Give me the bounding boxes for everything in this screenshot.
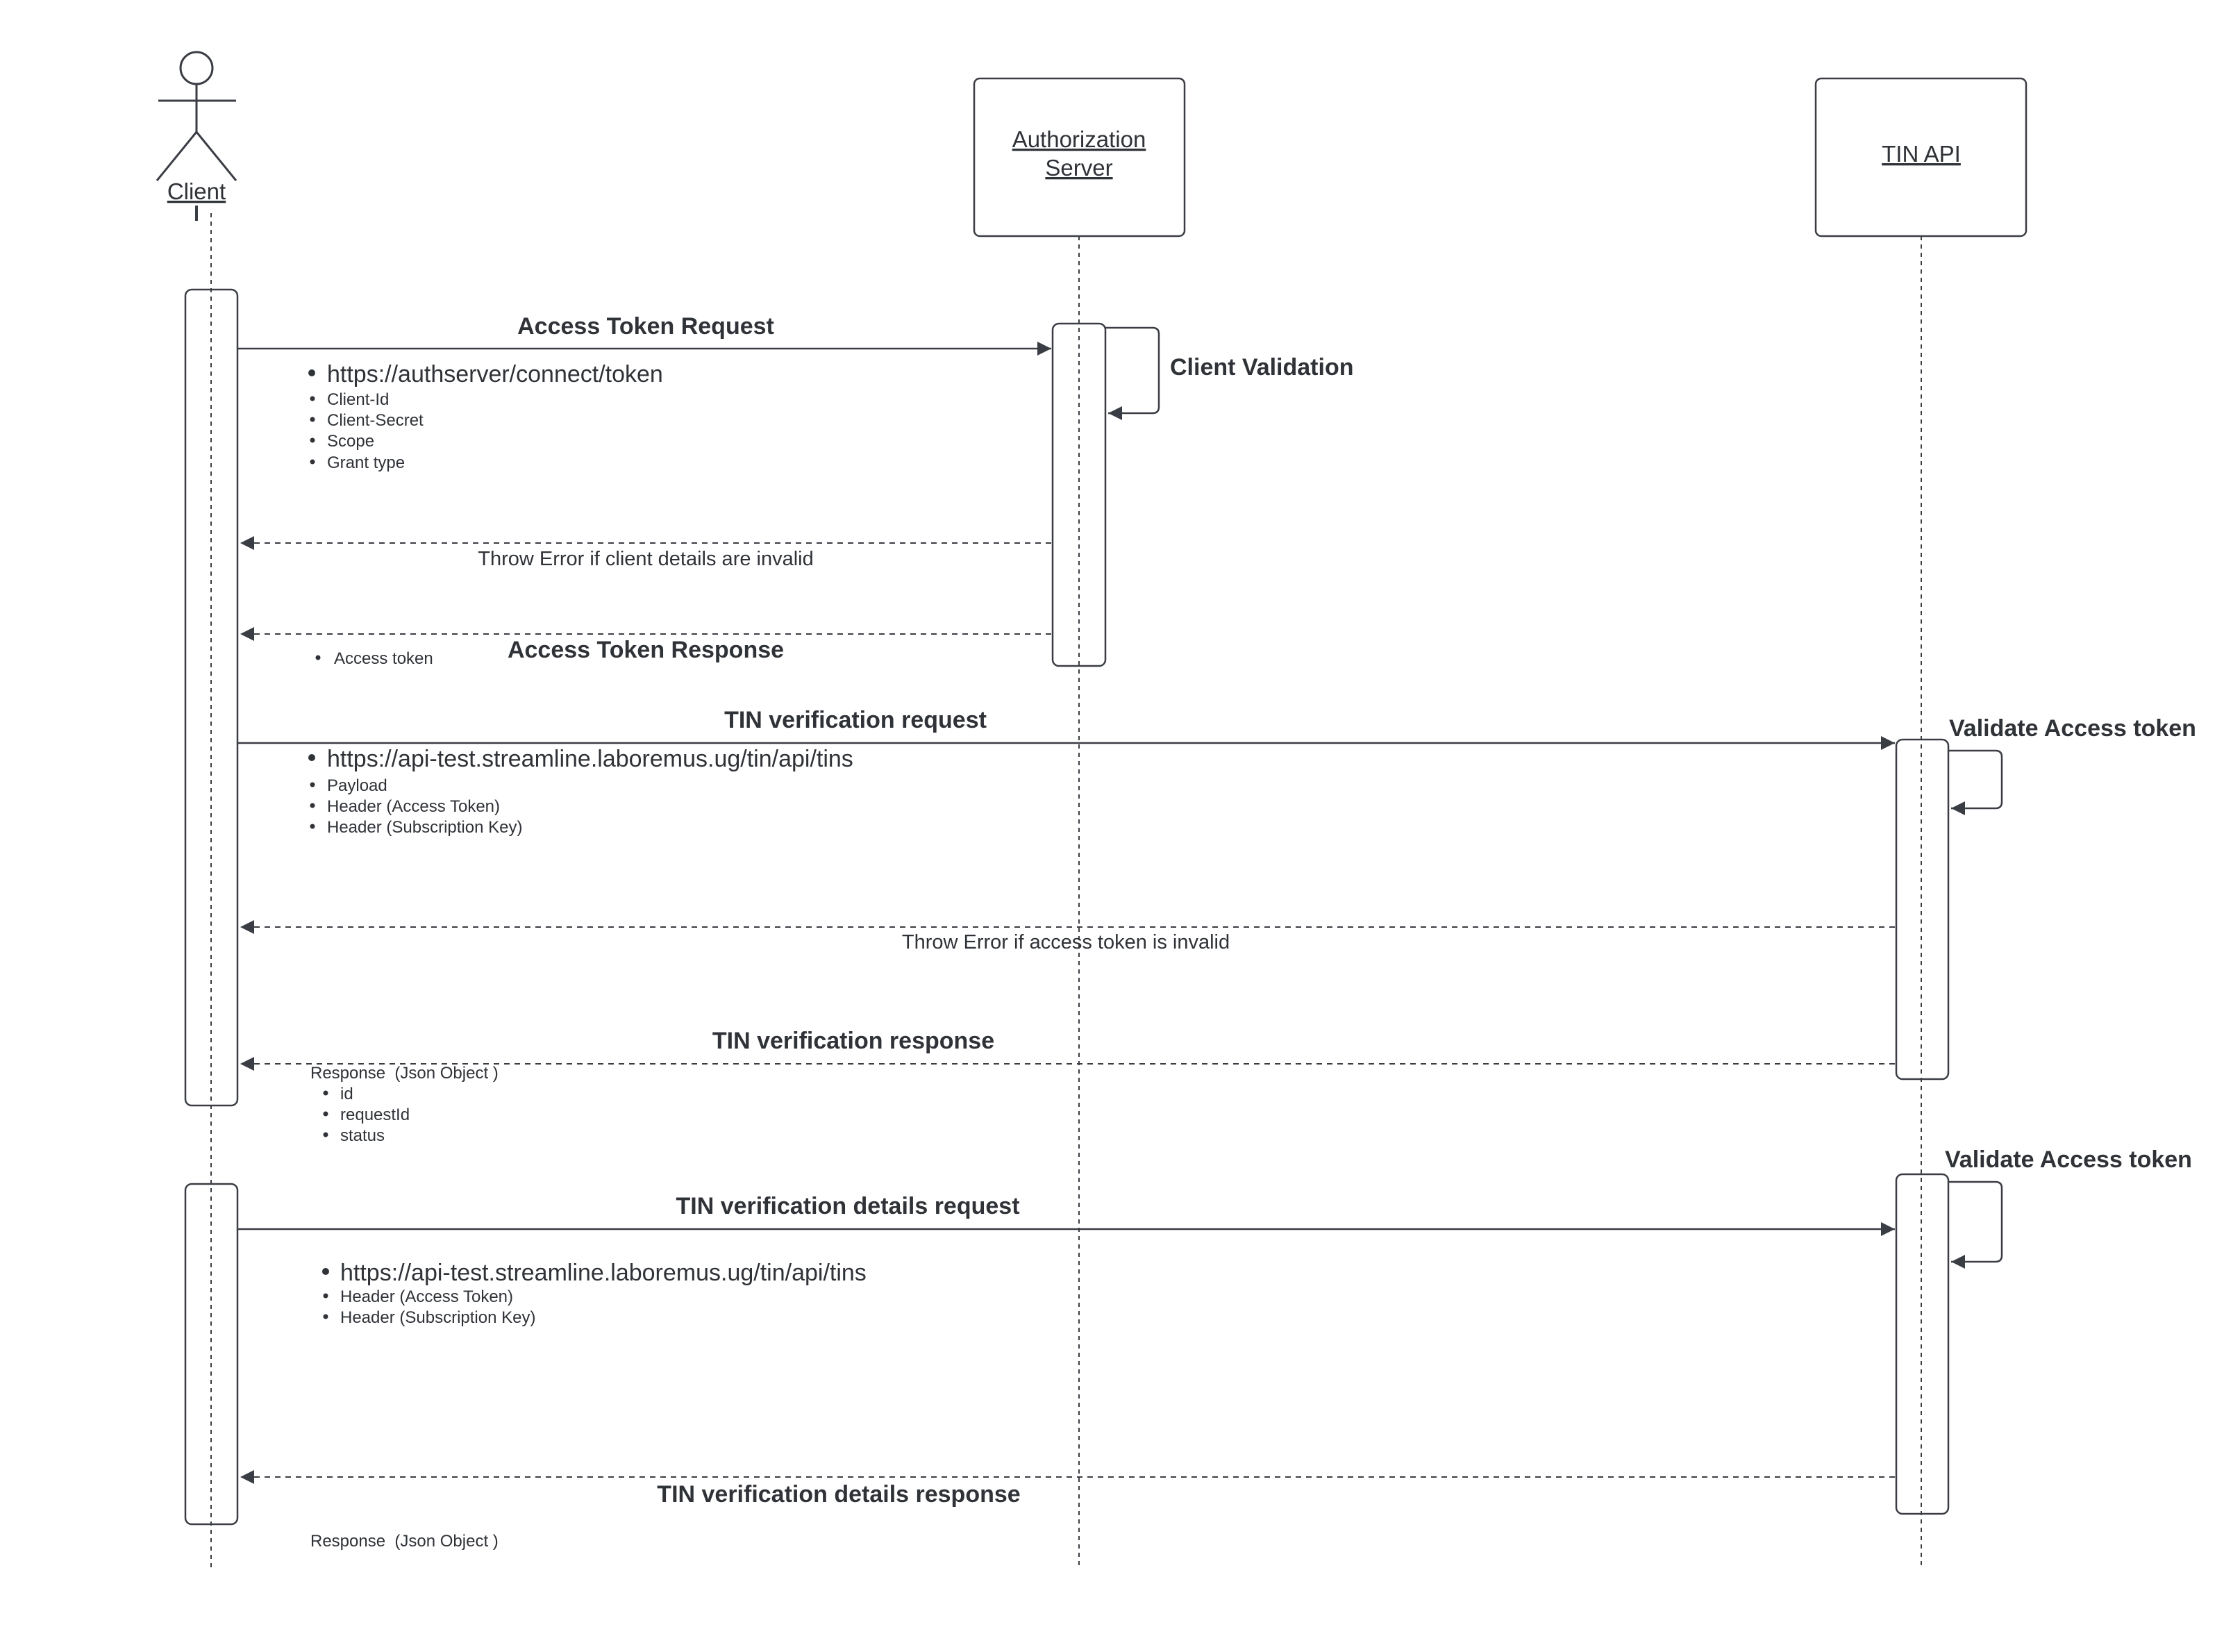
self-call-validate-access-token-2: Validate Access token xyxy=(1945,1146,2192,1269)
note-item: Header (Subscription Key) xyxy=(327,818,522,837)
access-token-request-label: Access Token Request xyxy=(517,313,774,340)
response-title: Response (Json Object ) xyxy=(310,1532,499,1551)
authorization-server-activation xyxy=(1051,322,1107,667)
bullet xyxy=(323,1293,328,1299)
bullet xyxy=(310,396,315,401)
bullet xyxy=(308,754,315,761)
note-item: Client-Secret xyxy=(327,411,424,430)
bullet xyxy=(310,824,315,829)
self-call-client-validation: Client Validation xyxy=(1105,326,1353,420)
message-tin-verification-request: TIN verification request xyxy=(237,707,1895,750)
validate-access-token-label-1: Validate Access token xyxy=(1949,715,2196,742)
tin-api-activation-2 xyxy=(1895,1173,1950,1515)
tin-api-activation-1 xyxy=(1895,738,1950,1081)
message-throw-error-token: Throw Error if access token is invalid xyxy=(240,920,1895,953)
validate-access-token-label-2: Validate Access token xyxy=(1945,1146,2192,1173)
self-call-validate-access-token-1: Validate Access token xyxy=(1948,715,2196,815)
authorization-server-label-line1: Authorization xyxy=(1012,126,1146,152)
authorization-server-participant: Authorization Server xyxy=(973,77,1186,237)
bullet xyxy=(310,782,315,787)
response-title: Response (Json Object ) xyxy=(310,1064,499,1083)
note-item: Header (Subscription Key) xyxy=(340,1308,535,1327)
note-item: Scope xyxy=(327,432,374,451)
tin-api-participant: TIN API xyxy=(1814,77,2027,237)
note-item: status xyxy=(340,1126,385,1145)
details-endpoint-url: https://api-test.streamline.laboremus.ug… xyxy=(340,1260,867,1286)
token-endpoint-url: https://authserver/connect/token xyxy=(327,361,663,387)
bullet xyxy=(310,459,315,465)
verification-endpoint-url: https://api-test.streamline.laboremus.ug… xyxy=(327,746,853,772)
actor-left-leg xyxy=(156,131,198,181)
message-access-token-response: Access Token Response Access token xyxy=(240,627,1051,668)
bullet xyxy=(310,803,315,808)
bullet xyxy=(323,1314,328,1319)
client-actor: Client xyxy=(156,51,237,221)
note-item: Header (Access Token) xyxy=(340,1287,513,1306)
message-access-token-request: Access Token Request xyxy=(237,313,1051,356)
bullet xyxy=(323,1132,328,1137)
tin-details-request-label: TIN verification details request xyxy=(676,1193,1019,1219)
message-tin-details-response: TIN verification details response Respon… xyxy=(240,1470,1895,1551)
note-item: Payload xyxy=(327,776,387,795)
authorization-server-label-line2: Server xyxy=(1045,155,1112,181)
note-token-request: https://authserver/connect/token Client-… xyxy=(308,361,663,472)
validate-access-token-arrow-2 xyxy=(1948,1180,2003,1269)
lifelines xyxy=(210,213,1922,1568)
throw-error-token-label: Throw Error if access token is invalid xyxy=(902,931,1230,953)
message-tin-verification-response: TIN verification response xyxy=(240,1028,1895,1071)
note-item: id xyxy=(340,1085,353,1103)
note-item: Access token xyxy=(334,649,433,668)
bullet xyxy=(310,437,315,443)
client-activation-2 xyxy=(184,1183,239,1526)
client-activation-1 xyxy=(184,288,239,1107)
tin-verification-request-label: TIN verification request xyxy=(724,707,987,733)
message-throw-error-client: Throw Error if client details are invali… xyxy=(240,536,1051,570)
tin-details-response-label: TIN verification details response xyxy=(657,1481,1020,1508)
note-item: requestId xyxy=(340,1105,410,1124)
note-details-request: https://api-test.streamline.laboremus.ug… xyxy=(322,1260,867,1327)
validate-access-token-arrow-1 xyxy=(1948,749,2003,815)
note-verification-response: Response (Json Object ) id requestId sta… xyxy=(310,1064,499,1145)
throw-error-client-label: Throw Error if client details are invali… xyxy=(478,548,814,570)
bullet xyxy=(323,1111,328,1117)
tin-api-label: TIN API xyxy=(1882,141,1961,167)
client-label: Client xyxy=(167,178,226,204)
actor-head xyxy=(179,51,214,85)
message-tin-details-request: TIN verification details request xyxy=(237,1193,1895,1236)
client-validation-arrow xyxy=(1105,326,1160,420)
client-validation-label: Client Validation xyxy=(1170,354,1353,381)
activation-bars xyxy=(184,288,1950,1526)
note-item: Grant type xyxy=(327,453,405,472)
bullet xyxy=(310,417,315,422)
actor-right-leg xyxy=(195,131,237,181)
tin-verification-response-label: TIN verification response xyxy=(712,1028,994,1054)
bullet xyxy=(323,1090,328,1096)
note-verification-request: https://api-test.streamline.laboremus.ug… xyxy=(308,746,853,837)
note-item: Client-Id xyxy=(327,390,389,409)
access-token-response-label: Access Token Response xyxy=(508,637,784,663)
bullet xyxy=(315,655,321,660)
bullet xyxy=(308,369,315,376)
bullet xyxy=(322,1268,329,1275)
note-item: Header (Access Token) xyxy=(327,797,500,816)
